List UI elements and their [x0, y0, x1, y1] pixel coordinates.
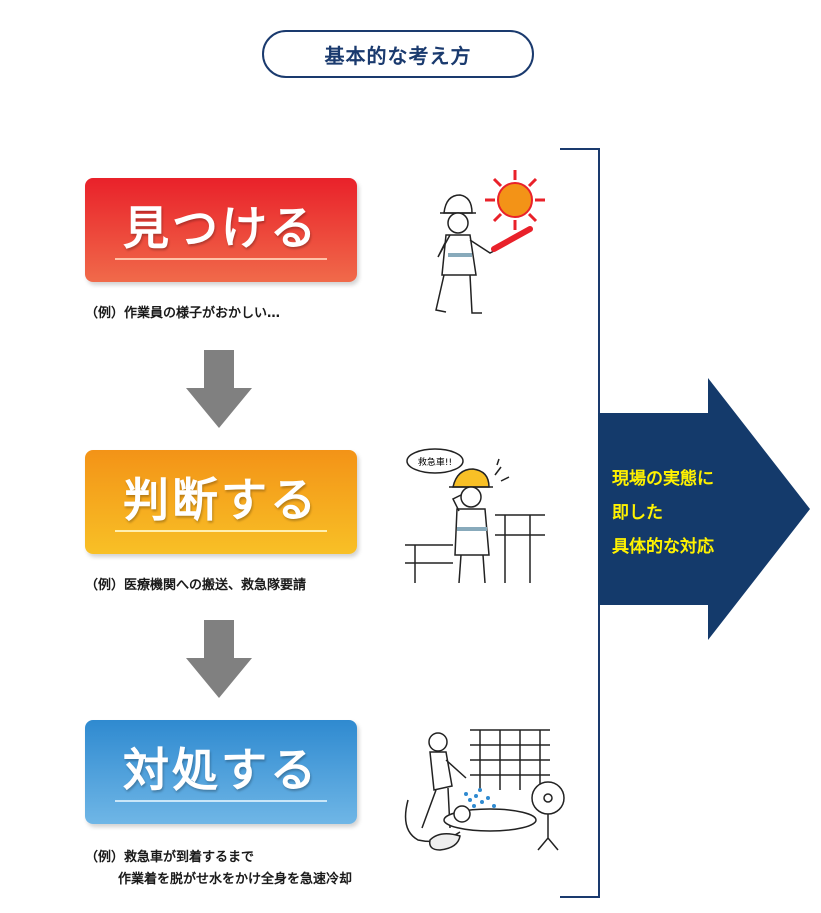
step-find-example: （例）作業員の様子がおかしい… — [85, 306, 281, 321]
grouping-bracket — [560, 148, 600, 898]
step-judge-underline — [115, 530, 327, 532]
result-line-3: 具体的な対応 — [612, 537, 714, 557]
step-judge-example: （例）医療機関への搬送、救急隊要請 — [85, 578, 307, 593]
step-handle-label: 対処する — [123, 743, 319, 797]
speech-bubble-text: 救急車!! — [418, 456, 452, 468]
result-line-2: 即した — [612, 503, 663, 523]
step-judge-label: 判断する — [123, 473, 319, 527]
sun-icon — [485, 170, 545, 230]
step-handle-example-line1: （例）救急車が到着するまで — [85, 850, 255, 865]
result-text: 現場の実態に 即した 具体的な対応 — [612, 462, 762, 564]
step-find-label: 見つける — [123, 201, 319, 255]
worker-heat-illustration — [435, 170, 545, 314]
step-handle-example-line2: 作業着を脱がせ水をかけ全身を急速冷却 — [118, 872, 353, 887]
worker-phone-illustration: 救急車!! — [405, 448, 545, 584]
step-judge-box: 判断する — [85, 450, 357, 554]
result-arrow-icon — [598, 378, 810, 640]
step-find-box: 見つける — [85, 178, 357, 282]
step-handle-box: 対処する — [85, 720, 357, 824]
step-handle-underline — [115, 800, 327, 802]
down-arrow-icon-1 — [186, 350, 252, 428]
down-arrow-icon-2 — [186, 620, 252, 698]
result-line-1: 現場の実態に — [612, 469, 714, 489]
page-title: 基本的な考え方 — [262, 30, 534, 78]
speech-bubble — [406, 448, 464, 474]
page-title-text: 基本的な考え方 — [324, 43, 472, 68]
worker-cooling-illustration — [404, 729, 565, 851]
step-find-underline — [115, 258, 327, 260]
